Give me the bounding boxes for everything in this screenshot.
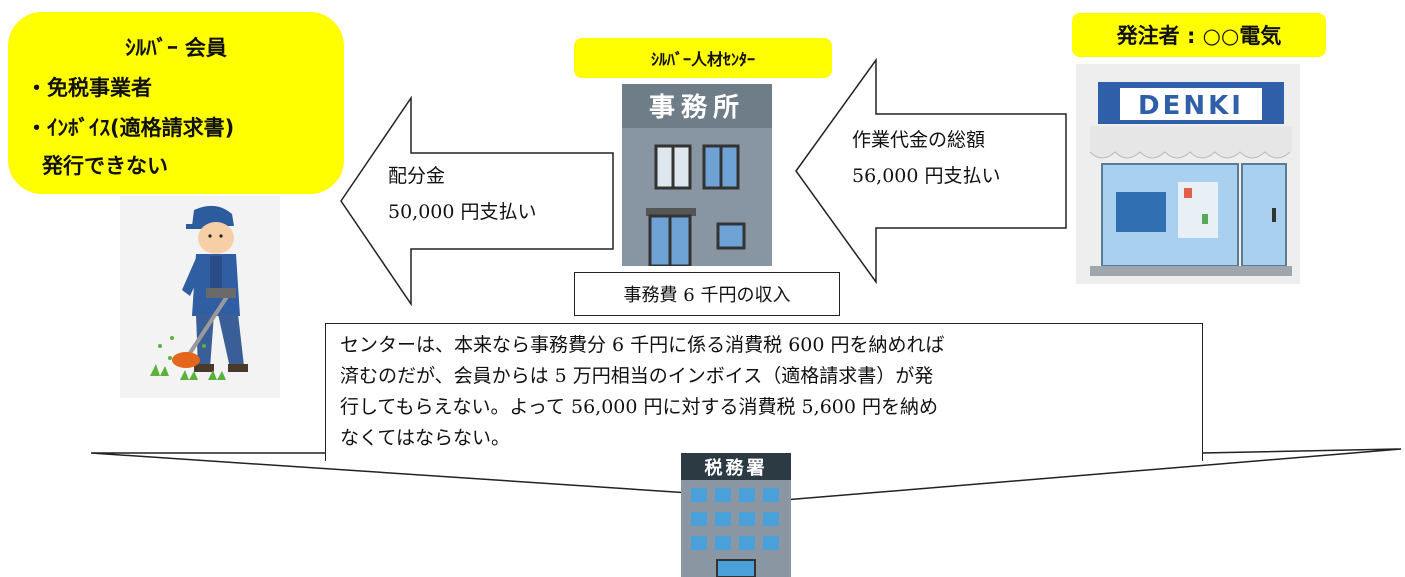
store-sign-text: DENKI	[1138, 91, 1244, 121]
note-line1: センターは、本来なら事務費分 6 千円に係る消費税 600 円を納めれば	[340, 334, 945, 356]
note-line3: 行してもらえない。よって 56,000 円に対する消費税 5,600 円を納め	[340, 396, 938, 418]
arrow-left-line2: 50,000 円支払い	[388, 201, 537, 223]
note-line4: なくてはならない。	[340, 427, 511, 449]
member-callout: ｼﾙﾊﾞｰ 会員 ・免税事業者 ・ｲﾝﾎﾞｲｽ(適格請求書) 発行できない	[8, 12, 344, 194]
member-line-invoice: ・ｲﾝﾎﾞｲｽ(適格請求書)	[26, 116, 235, 140]
arrow-right-line1: 作業代金の総額	[852, 129, 986, 151]
note-box: センターは、本来なら事務費分 6 千円に係る消費税 600 円を納めれば 済むの…	[325, 323, 1203, 461]
member-line-tax-exempt: ・免税事業者	[26, 76, 152, 100]
arrow-right-payment	[795, 58, 1067, 284]
office-sign-text: 事務所	[649, 93, 745, 123]
tax-office-building-icon	[681, 480, 791, 577]
office-building-icon: 事務所	[622, 84, 772, 266]
electric-store-icon: DENKI	[1076, 64, 1300, 284]
arrow-right-line2: 56,000 円支払い	[852, 165, 1001, 187]
arrow-left-payment	[340, 96, 614, 306]
member-line-cannot-issue: 発行できない	[42, 154, 168, 178]
expense-income-label: 事務費 6 千円の収入	[574, 272, 840, 316]
tax-office-label: 税務署	[681, 453, 791, 481]
arrow-left-line1: 配分金	[388, 165, 446, 187]
note-line2: 済むのだが、会員からは 5 万円相当のインボイス（適格請求書）が発	[340, 365, 934, 387]
center-label: ｼﾙﾊﾞｰ人材ｾﾝﾀｰ	[574, 38, 832, 78]
member-title: ｼﾙﾊﾞｰ 会員	[125, 36, 227, 60]
orderer-label: 発注者 : ○○電気	[1072, 13, 1326, 57]
worker-illustration	[120, 196, 280, 398]
